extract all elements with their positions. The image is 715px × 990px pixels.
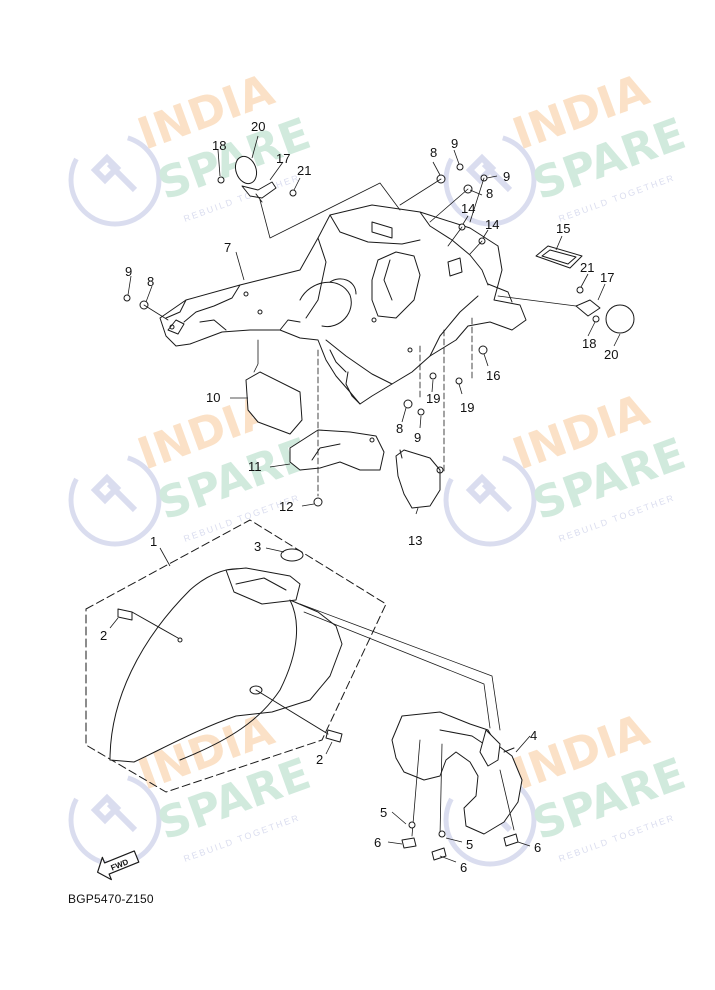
callout-19-b: 19 <box>460 400 474 415</box>
callout-8-lower: 8 <box>396 421 403 436</box>
callout-20-right: 20 <box>604 347 618 362</box>
callout-5-right: 5 <box>466 837 473 852</box>
callout-1: 1 <box>150 534 157 549</box>
watermark-4: INDIA SPARE REBUILD TOGETHER <box>446 384 692 544</box>
callout-7: 7 <box>224 240 231 255</box>
inner-fender-assembly <box>159 204 527 405</box>
callout-13: 13 <box>408 533 422 548</box>
callout-17-right: 17 <box>600 270 614 285</box>
top-fasteners <box>399 163 488 255</box>
callout-16: 16 <box>486 368 500 383</box>
callout-18-top: 18 <box>212 138 226 153</box>
callout-6-mid: 6 <box>460 860 467 875</box>
callout-17-top: 17 <box>276 151 290 166</box>
callout-5-left: 5 <box>380 805 387 820</box>
diagram-code: BGP5470-Z150 <box>68 892 154 906</box>
callout-21-top: 21 <box>297 163 311 178</box>
callout-12: 12 <box>279 499 293 514</box>
callout-2-right: 2 <box>316 752 323 767</box>
callout-15: 15 <box>556 221 570 236</box>
callout-14-a: 14 <box>461 201 475 216</box>
callout-21-right: 21 <box>580 260 594 275</box>
watermark-1: INDIA SPARE REBUILD TOGETHER <box>71 64 317 224</box>
callout-4: 4 <box>530 728 537 743</box>
callout-20-top: 20 <box>251 119 265 134</box>
callout-8-a: 8 <box>430 145 437 160</box>
part-11-cover <box>289 429 385 471</box>
callout-9-lower: 9 <box>414 430 421 445</box>
callout-11: 11 <box>248 459 262 474</box>
line-art <box>85 155 635 881</box>
callout-2-left: 2 <box>100 628 107 643</box>
callout-18-right: 18 <box>582 336 596 351</box>
callout-6-left: 6 <box>374 835 381 850</box>
callout-19-a: 19 <box>426 391 440 406</box>
callout-8-b: 8 <box>486 186 493 201</box>
callout-9-left: 9 <box>125 264 132 279</box>
leader-lines <box>109 135 621 863</box>
front-fender-group <box>85 519 501 793</box>
callout-6-right: 6 <box>534 840 541 855</box>
reflector-right-assembly <box>497 245 635 334</box>
watermark-2: INDIA SPARE REBUILD TOGETHER <box>446 64 692 224</box>
callout-9-b: 9 <box>503 169 510 184</box>
left-fasteners <box>123 294 169 321</box>
callout-14-b: 14 <box>485 217 499 232</box>
callout-3: 3 <box>254 539 261 554</box>
part-4-mudguard <box>391 711 523 861</box>
part-13-cover <box>395 449 444 509</box>
callout-9-a: 9 <box>451 136 458 151</box>
callout-labels: 20 18 17 21 9 8 9 8 14 14 15 21 17 18 20… <box>100 119 618 875</box>
callout-10: 10 <box>206 390 220 405</box>
callout-8-left: 8 <box>147 274 154 289</box>
reflector-left-assembly <box>217 155 297 203</box>
part-10-cover <box>245 339 303 435</box>
fwd-arrow-icon <box>97 850 140 881</box>
